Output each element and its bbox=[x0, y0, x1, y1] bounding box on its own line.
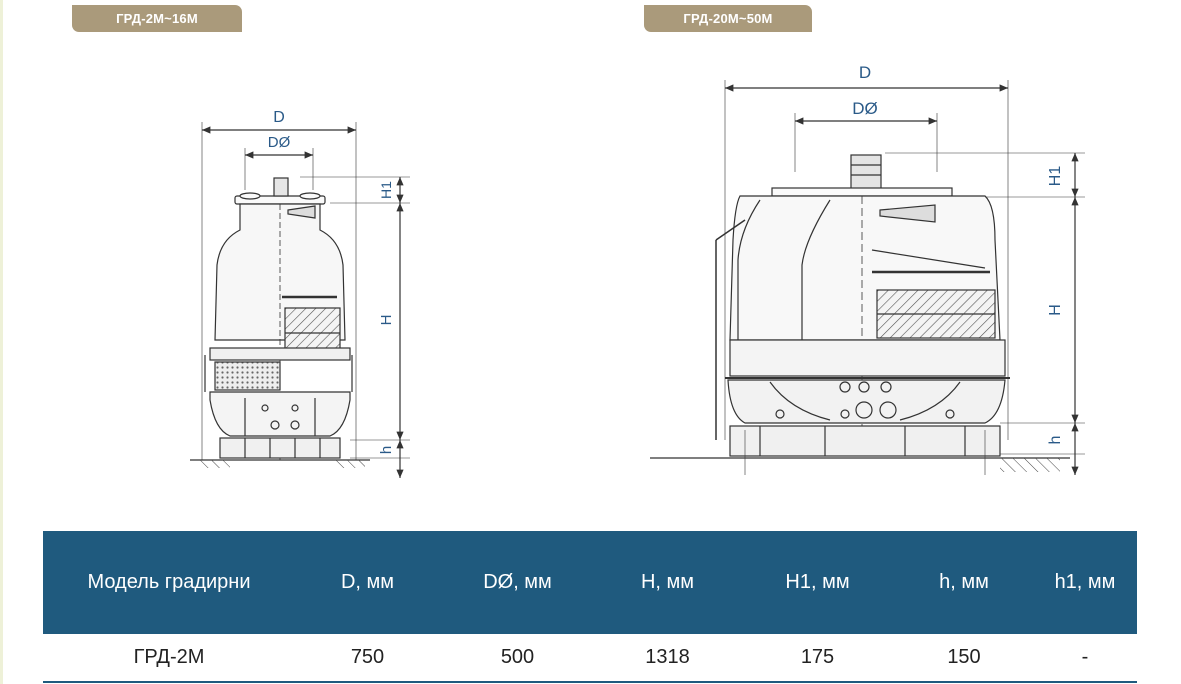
small-tower-drawing bbox=[190, 122, 410, 478]
header-model: Модель градирни bbox=[87, 571, 251, 593]
header-dd: DØ, мм bbox=[483, 571, 552, 593]
specs-header-row: Модель градирни D, мм DØ, мм H, мм H1, м… bbox=[43, 531, 1137, 634]
cell-hs: 150 bbox=[947, 646, 981, 668]
header-hs: h, мм bbox=[939, 571, 989, 593]
table-row: ГРД-2М 750 500 1318 175 150 - bbox=[43, 634, 1137, 682]
small-dim-h1-label: H1 bbox=[378, 181, 394, 199]
large-dim-h1-label: H1 bbox=[1047, 166, 1064, 187]
cell-h: 1318 bbox=[645, 646, 690, 668]
specs-table: Модель градирни D, мм DØ, мм H, мм H1, м… bbox=[43, 531, 1137, 683]
large-dim-dd-label: DØ bbox=[852, 99, 878, 118]
header-h: H, мм bbox=[640, 571, 695, 593]
large-dim-h-label: H bbox=[1047, 304, 1064, 316]
small-dim-h-label: H bbox=[378, 315, 395, 326]
small-dim-d-label: D bbox=[273, 109, 285, 126]
cell-dd: 500 bbox=[500, 646, 535, 668]
cell-hs1: - bbox=[1081, 646, 1089, 668]
small-dim-dd-label: DØ bbox=[268, 134, 291, 151]
small-dim-hs-label: h bbox=[378, 446, 395, 454]
large-dim-d-label: D bbox=[859, 63, 871, 82]
page-edge-rule bbox=[0, 0, 3, 684]
header-h1: H1, мм bbox=[785, 571, 850, 593]
large-tower-drawing bbox=[650, 80, 1085, 475]
large-dim-hs-label: h bbox=[1047, 436, 1064, 445]
model-range-tag-large: ГРД-20М~50М bbox=[644, 5, 812, 32]
header-d: D, мм bbox=[340, 571, 395, 593]
header-hs1: h1, мм bbox=[1054, 571, 1116, 593]
cell-d: 750 bbox=[350, 646, 385, 668]
cell-h1: 175 bbox=[800, 646, 835, 668]
model-range-tag-small: ГРД-2М~16М bbox=[72, 5, 242, 32]
cooling-tower-drawings: D DØ H1 H h D DØ H1 H h bbox=[190, 63, 1085, 478]
cell-model: ГРД-2М bbox=[133, 646, 205, 668]
